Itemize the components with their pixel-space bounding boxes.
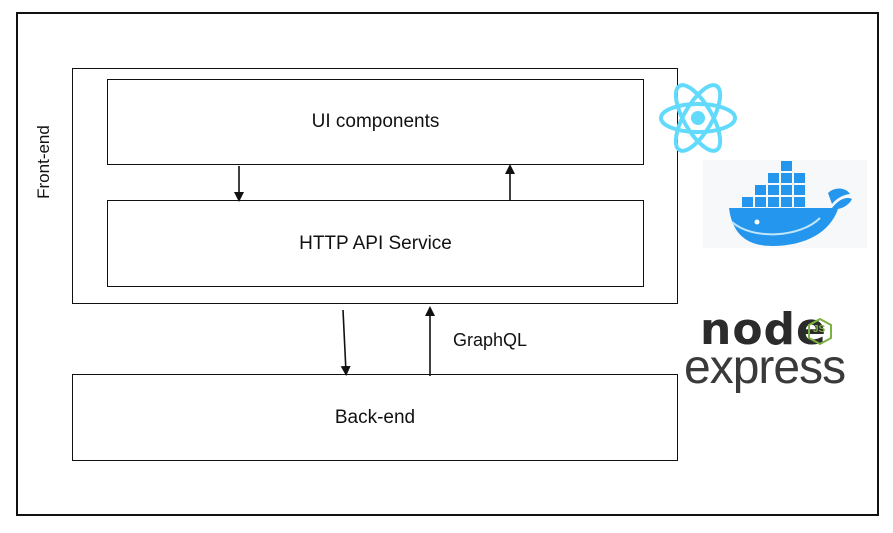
diagram-frame bbox=[16, 12, 879, 516]
node-js-badge-label: JS bbox=[813, 324, 826, 335]
http-api-service-label: HTTP API Service bbox=[299, 232, 452, 254]
backend-box: Back-end bbox=[72, 374, 678, 461]
graphql-label: GraphQL bbox=[453, 330, 528, 350]
backend-label: Back-end bbox=[334, 406, 416, 428]
ui-components-label: UI components bbox=[311, 111, 440, 132]
arrow-frontend-to-backend bbox=[340, 309, 351, 376]
ui-components-box: UI components bbox=[107, 79, 644, 165]
http-api-service-box: HTTP API Service bbox=[107, 200, 644, 287]
node-logo-text: node bbox=[700, 304, 827, 355]
express-logo-text: express bbox=[684, 341, 846, 394]
